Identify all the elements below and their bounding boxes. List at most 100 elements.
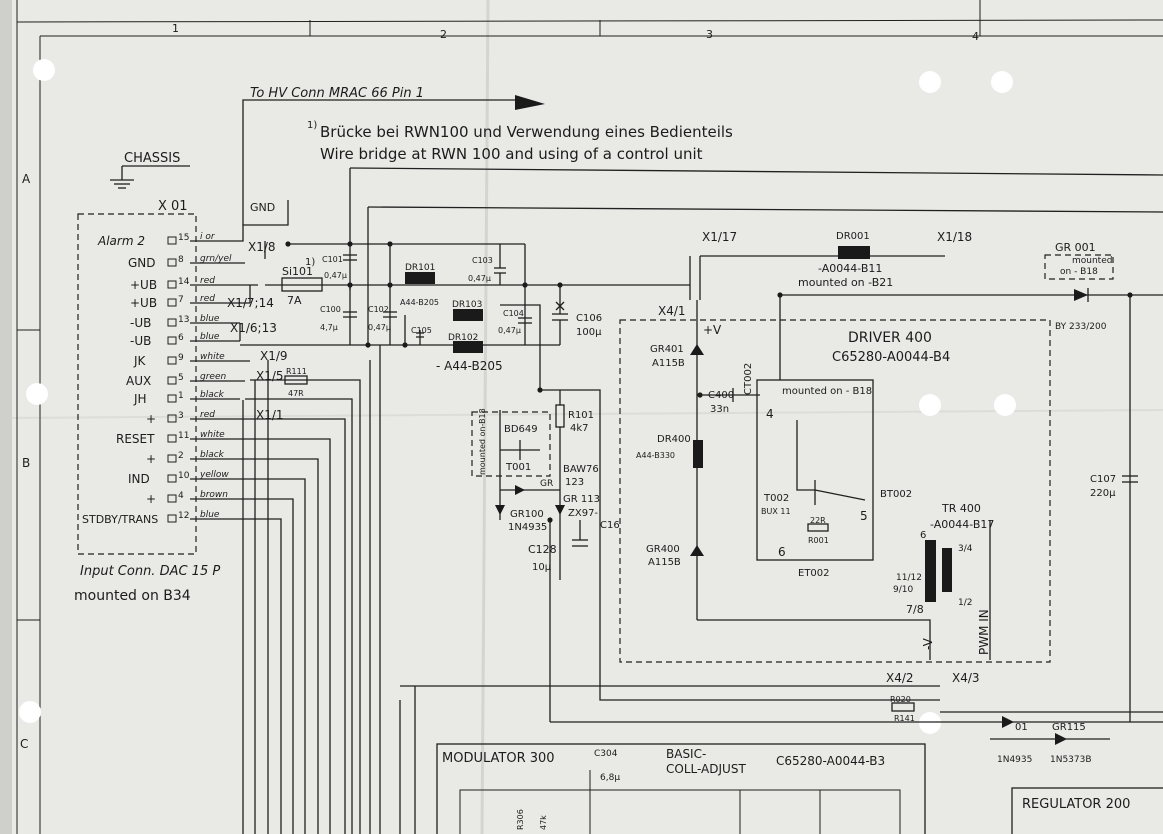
baw76-value: 123 (565, 477, 584, 488)
terminal-x1-1: X1/1 (256, 408, 284, 422)
pin-number: 7 (178, 295, 184, 305)
tr400-value: -A0044-B17 (930, 518, 994, 531)
terminal-x1-7-14: X1/7;14 (227, 296, 274, 310)
choke-dr101 (405, 272, 435, 284)
wire-color-label: green (200, 372, 226, 382)
footnote-marker: 1) (307, 120, 317, 131)
chassis-label: CHASSIS (124, 151, 180, 166)
wire-color-label: white (200, 352, 225, 362)
dr400-value: A44-B330 (636, 451, 675, 460)
terminal-x4-1: X4/1 (658, 304, 686, 318)
grid-column-2: 2 (440, 28, 447, 41)
wire-color-label: blue (200, 332, 220, 342)
power-rails (240, 167, 1163, 834)
wire-color-label: grn/yel (200, 254, 232, 264)
t002-label: T002 (763, 493, 789, 504)
c106-value: 100µ (576, 327, 602, 338)
dr001-mounting: mounted on -B21 (798, 276, 893, 289)
pin-signal-label: -UB (130, 334, 151, 348)
baw76-label: BAW76 (563, 464, 599, 475)
fold-crease (480, 0, 490, 834)
t001-label: T001 (505, 462, 531, 473)
c304-label: C304 (594, 749, 618, 759)
pin-number: 9 (178, 353, 184, 363)
driver-minus-v: -V (921, 637, 935, 650)
c105-label: C105 (411, 326, 432, 335)
c103-value: 0,47µ (468, 274, 491, 283)
r001-value: 22R (810, 516, 826, 525)
resistor-r020 (891, 702, 915, 712)
basic-label-1: BASIC- (666, 747, 706, 761)
grid-row-c: C (20, 737, 28, 751)
t002-value: BUX 11 (761, 507, 791, 516)
pin-contact (167, 318, 177, 327)
c128-label: C128 (528, 543, 557, 556)
dr101-label: DR101 (405, 263, 435, 273)
chassis-ground-icon (110, 165, 190, 189)
pin-signal-label: + (146, 412, 156, 426)
c104-value: 0,47µ (498, 326, 521, 335)
gr401-value: A115B (652, 358, 685, 369)
gr101-value: 1N4935 (997, 755, 1032, 765)
r101-label: R101 (568, 410, 594, 421)
gr-label: GR (540, 479, 553, 489)
pin-signal-label: RESET (116, 432, 155, 446)
resistor-r111 (284, 375, 308, 385)
modulator-wiring (459, 789, 901, 834)
transformer-tr400-core (942, 548, 952, 592)
et002-label: ET002 (798, 568, 830, 579)
zx97-label: ZX97- (568, 508, 598, 519)
capacitor-c128 (572, 520, 588, 547)
driver-code: C65280-A0044-B4 (832, 350, 950, 365)
winding-7-8: 7/8 (906, 603, 924, 616)
connector-x01-outline (77, 213, 197, 555)
terminal-x4-3: X4/3 (952, 671, 980, 685)
c101-marker: 1) (305, 257, 315, 268)
pin-contact (167, 454, 177, 463)
diode-gr001 (1074, 289, 1088, 301)
pin-signal-label: Alarm 2 (97, 234, 145, 248)
diode-gr100 (495, 505, 505, 515)
footnote-german: Brücke bei RWN100 und Verwendung eines B… (320, 123, 733, 141)
zener-gr113 (555, 505, 565, 515)
c101-value: 0,47µ (324, 271, 347, 280)
transistor-t001 (500, 440, 540, 460)
driver-mounted-note: mounted on - B18 (782, 386, 872, 397)
c102-value: 0,47µ (368, 323, 391, 332)
pin-signal-label: STDBY/TRANS (82, 513, 158, 526)
wire-color-label: i or (200, 232, 216, 242)
terminal-x1-5: X1/5 (256, 369, 284, 383)
basic-label-2: COLL-ADJUST (666, 762, 746, 776)
capacitor-c102 (383, 244, 397, 345)
pin-contact (167, 236, 177, 245)
choke-dr001 (838, 246, 870, 259)
pin-signal-label: + (146, 492, 156, 506)
gr101-label: 01 (1015, 722, 1028, 733)
pin-number: 12 (178, 511, 189, 521)
c16-label: C16 (600, 520, 620, 531)
wire-color-label: blue (200, 510, 220, 520)
pin-contact (167, 414, 177, 423)
winding-1-2: 1/2 (958, 598, 972, 608)
grid-column-4: 4 (972, 30, 979, 43)
choke-dr102 (453, 341, 483, 353)
capacitor-c105 (404, 315, 424, 345)
resistor-r001 (807, 523, 829, 532)
dr103-label: DR103 (452, 300, 482, 310)
c102-label: C102 (368, 305, 389, 314)
pin-signal-label: GND (128, 256, 156, 270)
wire-color-label: yellow (199, 470, 229, 480)
grid-column-1: 1 (172, 22, 179, 35)
winding-9-10: 9/10 (893, 585, 913, 595)
t002-base-lead (796, 420, 815, 491)
pin-signal-label: AUX (126, 374, 151, 388)
pin-contact (167, 434, 177, 443)
pin-signal-label: JH (133, 392, 147, 406)
gr115-value: 1N5373B (1050, 755, 1092, 765)
pin-number: 14 (178, 277, 190, 287)
r111-value: 47R (288, 389, 304, 398)
pin-6: 6 (778, 545, 786, 559)
pin-number: 13 (178, 315, 189, 325)
r141-label: R141 (894, 714, 915, 723)
r111-label: R111 (286, 367, 307, 376)
